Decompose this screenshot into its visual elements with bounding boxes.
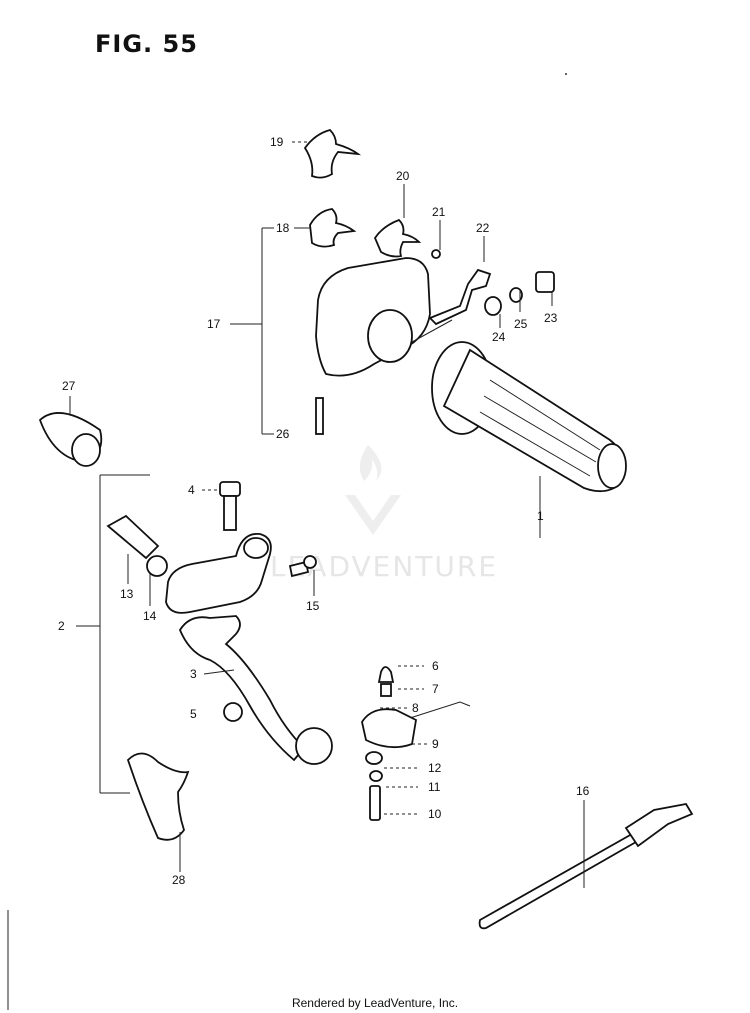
callout-11: 11 (428, 780, 441, 794)
part-18-cap (309, 208, 357, 248)
callout-26: 26 (276, 427, 290, 441)
part-25-washer (509, 287, 523, 303)
callout-25: 25 (514, 317, 528, 331)
part-23-nut (535, 271, 555, 293)
callout-14: 14 (143, 609, 157, 623)
part-5-pivot-nut (223, 702, 243, 722)
callout-24: 24 (492, 330, 506, 344)
callout-3: 3 (190, 667, 197, 681)
callout-20: 20 (396, 169, 410, 183)
part-4-bolt (219, 481, 241, 531)
part-15-screw (288, 555, 317, 578)
part-3-lever (178, 615, 333, 765)
footer-credit: Rendered by LeadVenture, Inc. (291, 996, 459, 1010)
callout-13: 13 (120, 587, 134, 601)
part-16-cable-tie (478, 803, 694, 930)
part-8-cable (409, 701, 471, 719)
part-11-washer (369, 770, 383, 782)
watermark-logo (345, 445, 401, 535)
callout-6: 6 (432, 659, 439, 673)
part-22-bracket (428, 268, 492, 326)
leader-lines (69, 141, 585, 888)
stray-dot (565, 73, 567, 75)
callout-23: 23 (544, 311, 558, 325)
callout-18: 18 (276, 221, 290, 235)
callout-4: 4 (188, 483, 195, 497)
part-20-cap (373, 218, 422, 258)
callout-16: 16 (576, 784, 590, 798)
part-2-lever-holder (165, 533, 272, 614)
part-14-nut (146, 555, 168, 577)
callout-22: 22 (476, 221, 490, 235)
callout-8: 8 (412, 701, 419, 715)
part-28-lever-cover (126, 752, 190, 841)
part-6-cap (377, 666, 395, 683)
part-24-spring (484, 296, 502, 316)
part-9-switch (361, 708, 417, 749)
callout-12: 12 (428, 761, 442, 775)
callout-28: 28 (172, 873, 186, 887)
part-19-cap (303, 128, 362, 179)
part-27-cover (38, 412, 103, 467)
figure-title: FIG. 55 (95, 30, 198, 58)
part-26-screw (315, 397, 324, 435)
callout-17: 17 (207, 317, 221, 331)
part-13-bolt (106, 514, 160, 560)
callout-labels: 1 2 3 4 5 6 7 8 9 10 11 12 13 14 15 16 1… (58, 135, 590, 887)
callout-5: 5 (190, 707, 197, 721)
part-7-spring (380, 683, 392, 697)
part-1-grip (431, 341, 627, 493)
callout-2: 2 (58, 619, 65, 633)
callout-21: 21 (432, 205, 446, 219)
callout-10: 10 (428, 807, 442, 821)
callout-15: 15 (306, 599, 320, 613)
callout-1: 1 (537, 509, 544, 523)
part-17-throttle-housing (315, 257, 453, 377)
part-10-screw (369, 785, 381, 821)
callout-9: 9 (432, 737, 439, 751)
callout-7: 7 (432, 682, 439, 696)
callout-19: 19 (270, 135, 284, 149)
part-12-washer (365, 751, 383, 765)
part-21-screw (431, 249, 441, 259)
callout-27: 27 (62, 379, 76, 393)
